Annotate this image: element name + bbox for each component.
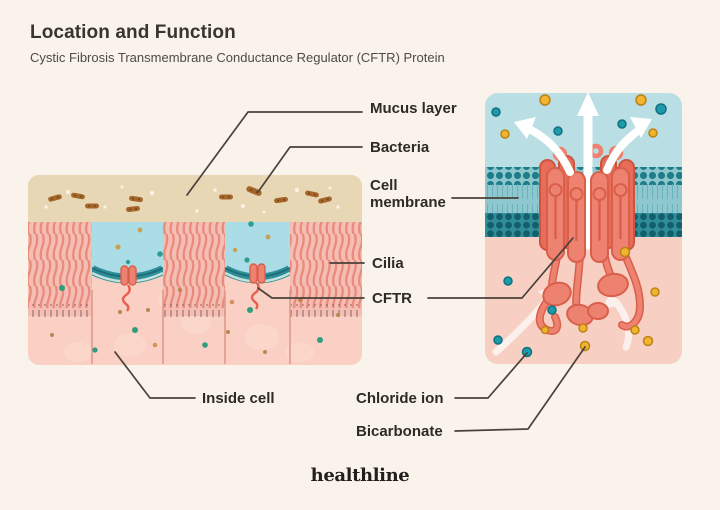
label-cilia: Cilia [372, 255, 404, 272]
page-title: Location and Function [30, 22, 236, 43]
cftr-channel-illustration [485, 93, 682, 364]
mucus-specks [44, 185, 340, 214]
leader-bacteria [257, 146, 363, 193]
leader-bicarbonate [454, 346, 586, 432]
cell-dividers [91, 290, 291, 364]
airway-epithelium-illustration [28, 175, 362, 365]
leader-mucus-layer [186, 111, 363, 196]
label-cftr: CFTR [372, 290, 412, 307]
label-bicarbonate: Bicarbonate [356, 423, 443, 440]
leader-chloride-ion [454, 352, 528, 399]
header: Location and Function Cystic Fibrosis Tr… [30, 22, 445, 65]
healthline-logo: healthline [310, 465, 410, 486]
page-subtitle: Cystic Fibrosis Transmembrane Conductanc… [30, 49, 445, 65]
transmembrane-helices-front [546, 167, 630, 263]
label-cell-membrane: Cell membrane [370, 177, 446, 211]
ion-dots-left [50, 221, 340, 354]
label-mucus-layer: Mucus layer [370, 100, 457, 117]
ion-dots-right [491, 94, 667, 358]
cftr-protein-small [120, 265, 137, 312]
leader-cftr-left [257, 287, 365, 299]
cilia-tufts [28, 208, 362, 317]
secretion-arrow-center [577, 93, 599, 250]
secretion-arrow-left [514, 117, 574, 176]
cftr-protein-large [514, 93, 652, 335]
label-inside-cell: Inside cell [202, 390, 275, 407]
label-chloride-ion: Chloride ion [356, 390, 444, 407]
leader-cftr-right [427, 237, 574, 299]
secretion-arrow-right [603, 117, 652, 174]
nbd-domains [542, 272, 629, 327]
bacteria-rods [48, 186, 332, 212]
leader-inside-cell [114, 351, 196, 399]
leader-lines [114, 111, 586, 432]
label-bacteria: Bacteria [370, 139, 430, 156]
